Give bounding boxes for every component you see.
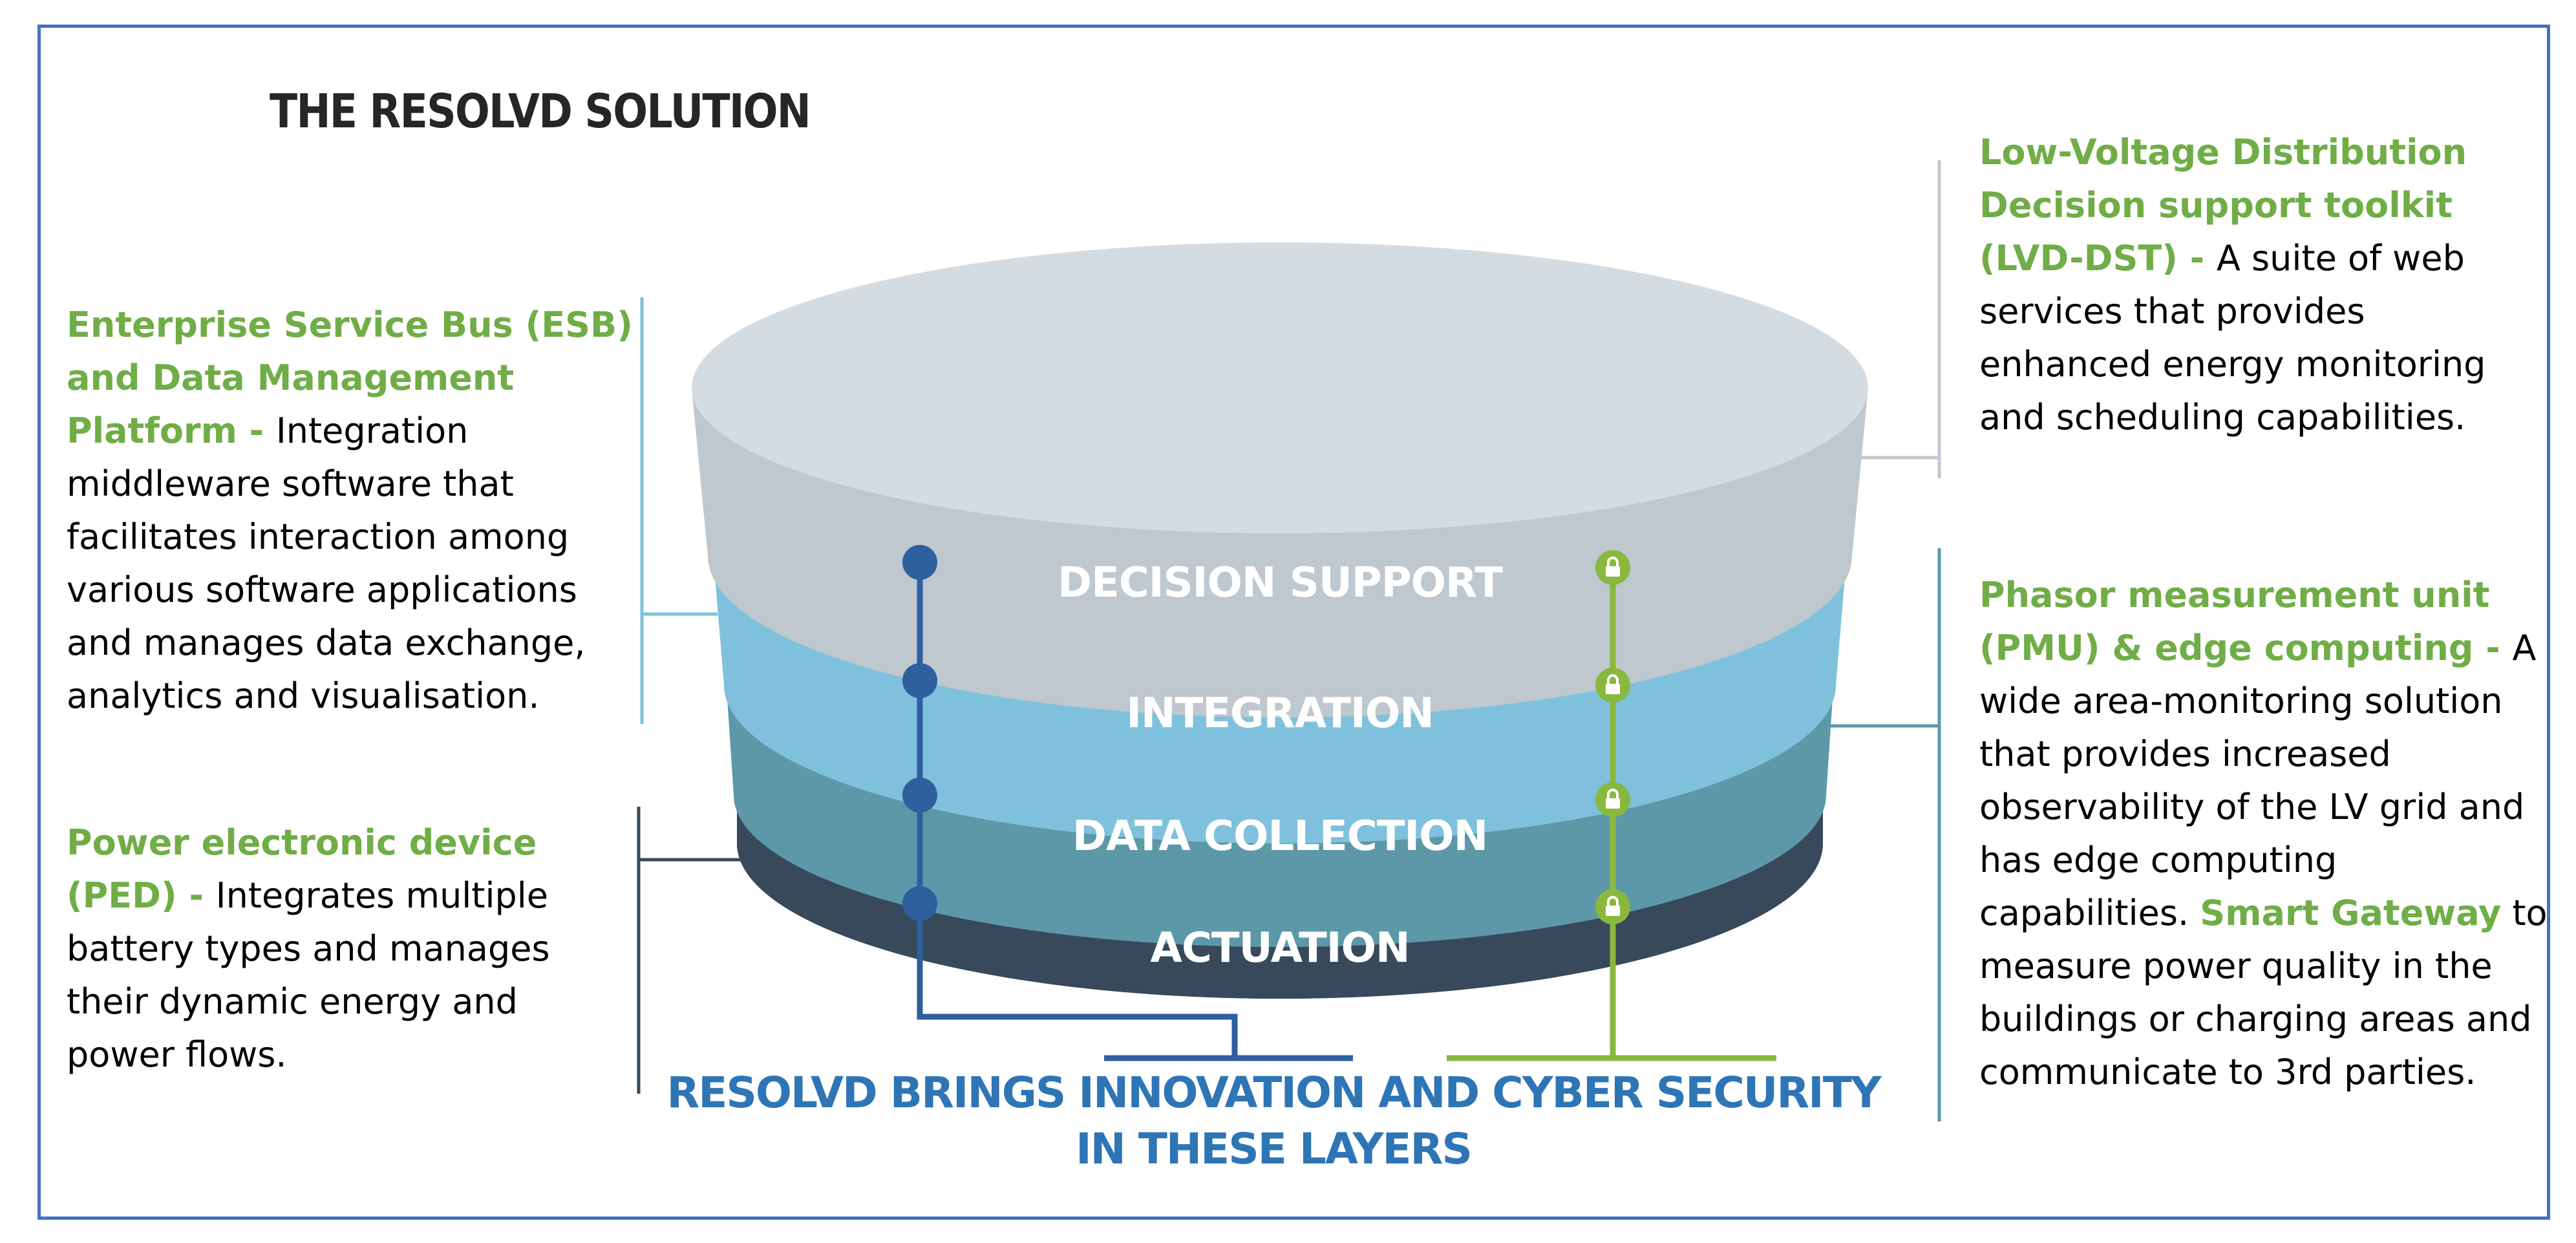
integration-label: INTEGRATION	[1126, 690, 1434, 738]
pmu-highlight: Phasor measurement unit (PMU) & edge com…	[1979, 575, 2513, 668]
bottom-caption-line2: IN THESE LAYERS	[1076, 1124, 1471, 1174]
ped-description: Power electronic device (PED) - Integrat…	[67, 816, 635, 1081]
top-disc	[692, 242, 1868, 533]
lock-icon	[1595, 782, 1630, 817]
lvd-highlight: Low-Voltage Distribution Decision suppor…	[1979, 132, 2467, 279]
innovation-connector	[902, 545, 1353, 1061]
ped-body: Integrates multiple battery types and ma…	[67, 875, 550, 1075]
pmu-body: A wide area-monitoring solution that pro…	[1979, 628, 2537, 933]
circle-node-icon	[902, 545, 937, 580]
smart-gateway-body: to measure power quality in the building…	[1979, 893, 2548, 1092]
esb-highlight: Enterprise Service Bus (ESB) and Data Ma…	[67, 304, 633, 451]
lock-icon	[1595, 550, 1630, 585]
circle-node-icon	[902, 778, 937, 813]
security-connector	[1447, 550, 1776, 1061]
page-title: THE RESOLVD SOLUTION	[270, 84, 811, 138]
cylinder	[692, 242, 1868, 999]
circle-node-icon	[902, 886, 937, 921]
lock-icon	[1595, 668, 1630, 703]
pmu-description: Phasor measurement unit (PMU) & edge com…	[1979, 569, 2548, 1099]
connector-lines	[637, 160, 1941, 1121]
actuation-label: ACTUATION	[1150, 924, 1409, 972]
decision-support-label: DECISION SUPPORT	[1058, 559, 1503, 607]
smart-gateway-highlight: Smart Gateway	[2200, 893, 2502, 933]
lock-icon	[1595, 889, 1630, 924]
outer-frame	[37, 25, 2550, 1220]
lvd-description: Low-Voltage Distribution Decision suppor…	[1979, 126, 2535, 444]
bottom-caption-line1: RESOLVD BRINGS INNOVATION AND CYBER SECU…	[666, 1068, 1882, 1118]
circle-node-icon	[902, 663, 937, 698]
ped-highlight: Power electronic device (PED) -	[67, 822, 537, 916]
esb-description: Enterprise Service Bus (ESB) and Data Ma…	[67, 299, 635, 723]
esb-body: Integration middleware software that fac…	[67, 410, 586, 716]
data-collection-label: DATA COLLECTION	[1072, 813, 1487, 860]
lvd-body: A suite of web services that provides en…	[1979, 238, 2486, 438]
